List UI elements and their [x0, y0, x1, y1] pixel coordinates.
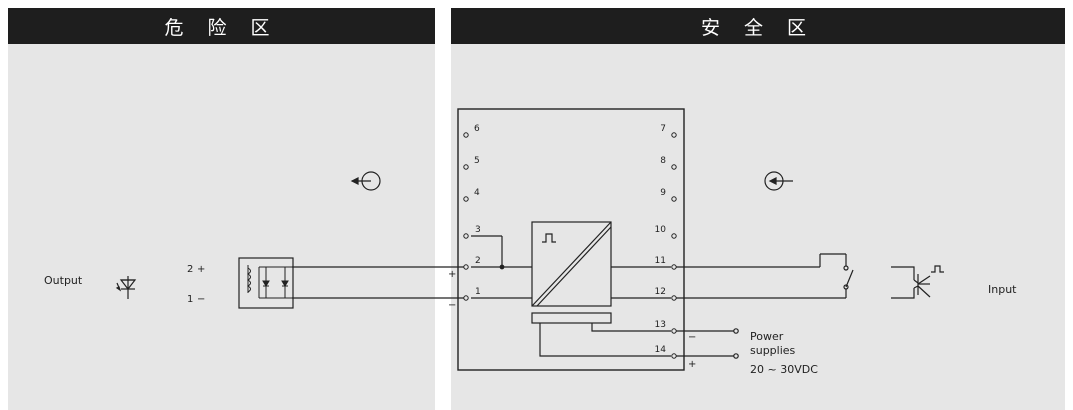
terminal-label-8: 8 — [660, 156, 666, 166]
terminal-14 — [671, 353, 677, 359]
power-supply-block — [531, 312, 612, 324]
power-supplies-label-line2: supplies — [750, 344, 796, 357]
terminal-9 — [671, 196, 677, 202]
terminal-7 — [671, 132, 677, 138]
terminal-13 — [671, 328, 677, 334]
terminal-2 — [463, 264, 469, 270]
power-voltage-label: 20 ~ 30VDC — [750, 363, 818, 376]
output-label: Output — [44, 274, 83, 287]
terminal-label-2: 2 — [475, 256, 481, 266]
terminal-label-4: 4 — [474, 188, 480, 198]
isolation-converter — [531, 221, 612, 307]
terminal-5 — [463, 164, 469, 170]
terminal-1 — [463, 295, 469, 301]
terminal-8 — [671, 164, 677, 170]
power-plus: + — [688, 359, 696, 370]
field-terminal-1: 1 — [187, 294, 193, 305]
terminal-label-6: 6 — [474, 124, 480, 134]
safe-area-title: 安 全 区 — [451, 8, 1065, 44]
terminal-4 — [463, 196, 469, 202]
signal-output-icon — [350, 171, 381, 191]
terminal-label-14: 14 — [655, 345, 667, 355]
terminal-label-11: 11 — [655, 256, 666, 266]
switch-contact-icon — [843, 265, 854, 290]
terminal-label-10: 10 — [655, 225, 667, 235]
power-supplies-label-line1: Power — [750, 330, 784, 343]
terminal-label-13: 13 — [655, 320, 666, 330]
field-terminal-plus: + — [197, 264, 205, 275]
terminal-label-3: 3 — [475, 225, 481, 235]
transistor-icon — [891, 266, 931, 299]
terminal-label-7: 7 — [660, 124, 666, 134]
terminal-label-5: 5 — [474, 156, 480, 166]
zener-barrier-box — [238, 257, 294, 309]
terminal-3 — [463, 233, 469, 239]
barrier-minus: − — [448, 300, 456, 311]
field-terminal-2: 2 — [187, 264, 193, 275]
hazardous-area-title: 危 险 区 — [8, 8, 435, 44]
zener-barrier-icon — [247, 265, 294, 299]
isolation-icon — [531, 221, 612, 307]
terminal-6 — [463, 132, 469, 138]
field-terminal-minus: − — [197, 294, 205, 305]
hazardous-area-panel: 危 险 区 — [8, 8, 435, 410]
power-minus: − — [688, 332, 696, 343]
isolator-module-outline — [457, 108, 685, 371]
barrier-plus: + — [448, 269, 456, 280]
input-label: Input — [988, 283, 1017, 296]
led-icon — [115, 276, 137, 299]
terminal-label-9: 9 — [660, 188, 666, 198]
signal-input-icon — [764, 171, 793, 191]
terminal-label-1: 1 — [475, 287, 481, 297]
terminal-12 — [671, 295, 677, 301]
pulse-icon — [931, 265, 944, 273]
terminal-label-12: 12 — [655, 287, 666, 297]
terminal-10 — [671, 233, 677, 239]
module-terminals — [463, 132, 677, 359]
terminal-11 — [671, 264, 677, 270]
